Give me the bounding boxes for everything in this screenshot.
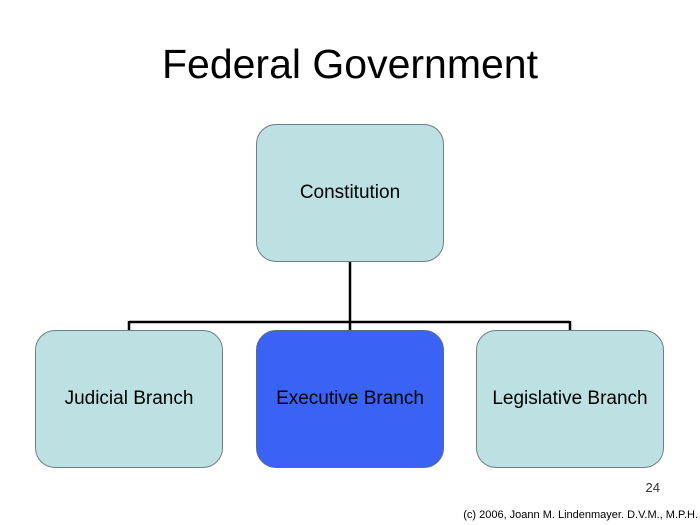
page-number: 24 (645, 480, 660, 495)
node-executive-branch[interactable]: Executive Branch (256, 330, 444, 468)
node-judicial-branch[interactable]: Judicial Branch (35, 330, 223, 468)
node-legislative-branch[interactable]: Legislative Branch (476, 330, 664, 468)
node-constitution[interactable]: Constitution (256, 124, 444, 262)
node-constitution-label: Constitution (299, 182, 401, 203)
node-judicial-branch-label: Judicial Branch (64, 388, 194, 409)
copyright-notice: (c) 2006, Joann M. Lindenmayer. D.V.M., … (463, 509, 698, 521)
node-executive-branch-label: Executive Branch (276, 388, 424, 409)
node-legislative-branch-label: Legislative Branch (492, 388, 648, 409)
slide-title: Federal Government (161, 41, 538, 87)
